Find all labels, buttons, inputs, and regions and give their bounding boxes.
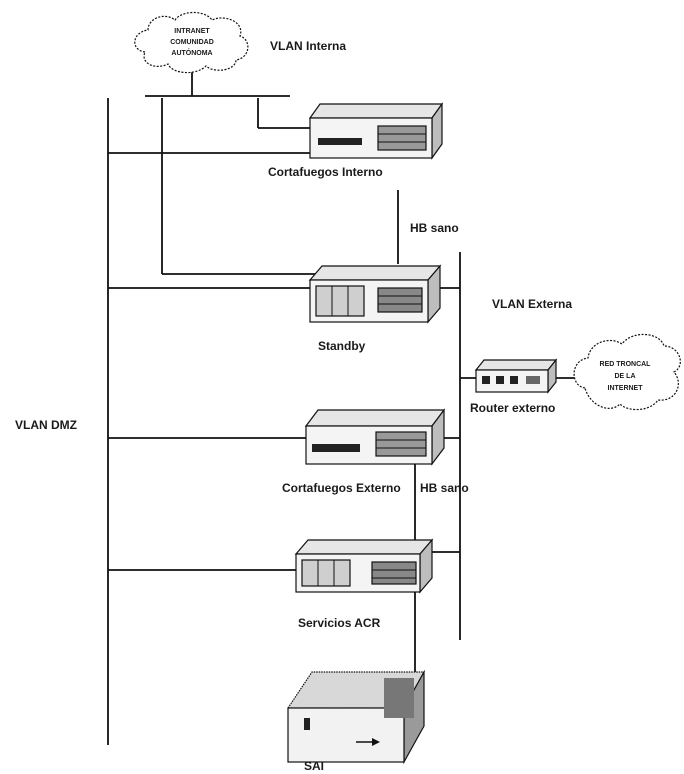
label-sai: SAI — [304, 759, 324, 773]
label-cortafuegos-externo: Cortafuegos Externo — [282, 481, 401, 495]
sai-device — [286, 669, 426, 765]
label-cortafuegos-interno: Cortafuegos Interno — [268, 165, 383, 179]
label-router-externo: Router externo — [470, 401, 555, 415]
cloud-line-1: RED TRONCAL — [600, 361, 652, 368]
label-hb-interno: HB sano — [410, 221, 459, 235]
standby-device — [308, 264, 442, 324]
label-vlan-interna: VLAN Interna — [270, 39, 346, 53]
cloud-icon — [134, 11, 249, 74]
cortafuegos-interno-device — [308, 102, 444, 160]
cloud-line-3: AUTÓNOMA — [171, 48, 212, 57]
router-externo-device — [474, 358, 558, 394]
cloud-line-3: INTERNET — [608, 385, 644, 392]
cloud-icon — [573, 333, 681, 411]
internet-cloud: RED TRONCAL DE LA INTERNET — [573, 333, 681, 411]
label-vlan-dmz: VLAN DMZ — [15, 418, 77, 432]
label-vlan-externa: VLAN Externa — [492, 297, 572, 311]
label-hb-externo: HB sano — [420, 481, 469, 495]
network-links — [107, 66, 578, 745]
vent-panel — [384, 678, 414, 718]
drive-bays — [318, 138, 362, 145]
label-servicios-acr: Servicios ACR — [298, 616, 381, 630]
intranet-cloud: INTRANET COMUNIDAD AUTÓNOMA — [134, 11, 249, 74]
cloud-line-2: DE LA — [615, 373, 636, 380]
servicios-acr-device — [294, 538, 434, 594]
cloud-line-1: INTRANET — [174, 28, 210, 35]
cortafuegos-externo-device — [304, 408, 446, 466]
label-standby: Standby — [318, 339, 366, 353]
cloud-line-2: COMUNIDAD — [170, 39, 214, 46]
